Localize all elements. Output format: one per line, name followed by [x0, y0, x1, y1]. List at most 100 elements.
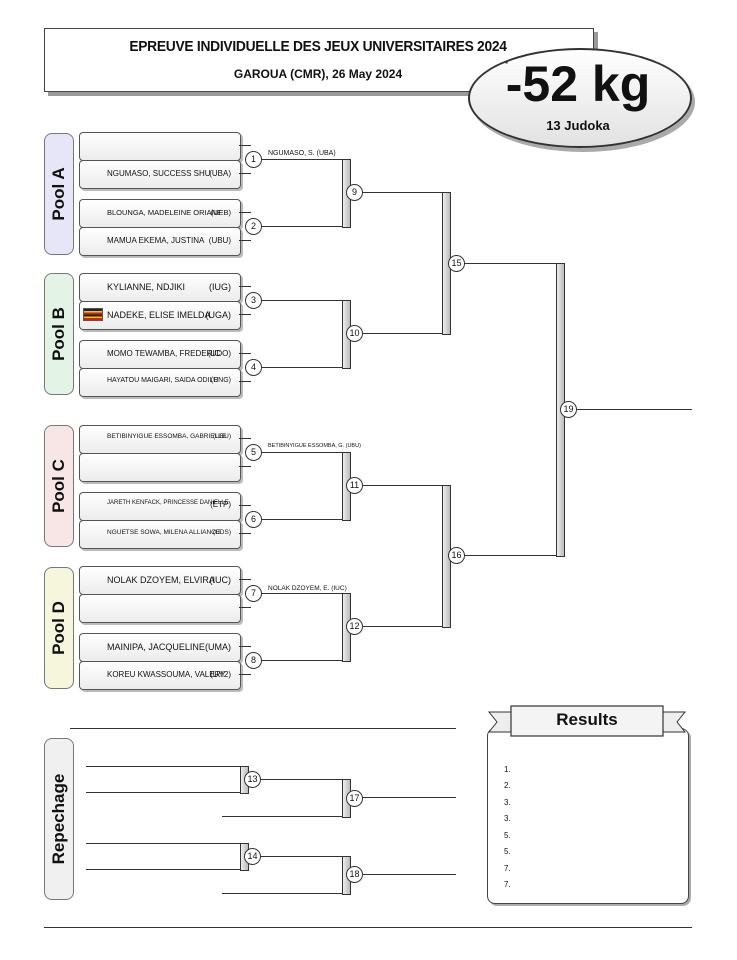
- event-title: EPREUVE INDIVIDUELLE DES JEUX UNIVERSITA…: [129, 38, 507, 55]
- bracket-line: [360, 333, 444, 334]
- match-number: 1: [245, 151, 262, 168]
- bracket-line: [239, 173, 251, 174]
- entry-name: MOMO TEWAMBA, FREDERIC(UDO): [107, 349, 231, 358]
- bracket-line: [239, 145, 251, 146]
- match-number: 8: [245, 652, 262, 669]
- weight-class-oval: [468, 48, 692, 148]
- match-number: 17: [346, 790, 363, 807]
- entry-box: [79, 132, 241, 161]
- bracket-line: [360, 626, 444, 627]
- result-place: 3.: [504, 798, 511, 807]
- advance-label: NOLAK DZOYEM, E. (IUC): [268, 585, 347, 592]
- bracket-line: [239, 314, 251, 315]
- match-number: 16: [448, 547, 465, 564]
- results-box: [487, 728, 689, 904]
- match-number: 4: [245, 359, 262, 376]
- pool-a-label: Pool A: [49, 167, 68, 221]
- pool-b-label: Pool B: [49, 307, 68, 361]
- entry-name: KOREU KWASSOUMA, VALERY(UY2): [107, 670, 231, 679]
- repechage-tab: Repechage: [44, 738, 74, 900]
- result-place: 7.: [504, 864, 511, 873]
- pool-c-label: Pool C: [49, 459, 68, 513]
- entry-name: BETIBINYIGUE ESSOMBA, GABRIELLE(UBU): [107, 433, 231, 440]
- bracket-line: [239, 286, 251, 287]
- result-place: 7.: [504, 880, 511, 889]
- match-number: 19: [560, 401, 577, 418]
- entry-box: [79, 453, 241, 482]
- bracket-line: [260, 300, 344, 301]
- match-number: 6: [245, 511, 262, 528]
- match-number: 7: [245, 585, 262, 602]
- bracket-line: [360, 874, 456, 875]
- match-number: 13: [244, 771, 261, 788]
- pool-d-label: Pool D: [49, 601, 68, 655]
- bracket-line: [239, 674, 251, 675]
- bracket-line: [260, 226, 344, 227]
- match-number: 18: [346, 866, 363, 883]
- result-place: 5.: [504, 831, 511, 840]
- entry-name: HAYATOU MAIGARI, SAIDA ODILE(UNG): [107, 377, 231, 384]
- bracket-line: [239, 212, 251, 213]
- bracket-line: [360, 485, 444, 486]
- weight-class: -52 kg: [505, 56, 651, 112]
- match-number: 12: [346, 618, 363, 635]
- entry-box: [79, 301, 241, 330]
- bracket-line: [239, 505, 251, 506]
- bracket-line: [222, 816, 344, 817]
- result-place: 1.: [504, 765, 511, 774]
- bracket-line: [239, 353, 251, 354]
- header-box: [44, 28, 594, 92]
- uganda-flag-icon: [83, 308, 103, 321]
- bracket-line: [260, 367, 344, 368]
- entry-box: [79, 340, 241, 369]
- entry-name: JARETH KENFACK, PRINCESSE DANIELLE(ETP): [107, 500, 231, 509]
- entry-box: [79, 160, 241, 189]
- bracket-line: [239, 438, 251, 439]
- bracket-line: [360, 797, 456, 798]
- entry-box: [79, 661, 241, 690]
- entry-box: [79, 199, 241, 228]
- entry-name: MAINIPA, JACQUELINE(UMA): [107, 642, 231, 652]
- weight-mark: *: [505, 60, 509, 69]
- bracket-line: [86, 843, 242, 844]
- advance-label: NGUMASO, S. (UBA): [268, 150, 336, 157]
- bracket-line: [260, 159, 344, 160]
- match-number: 2: [245, 218, 262, 235]
- bracket-line: [462, 555, 558, 556]
- judoka-count: 13 Judoka: [546, 118, 610, 133]
- bracket-line: [86, 766, 242, 767]
- winner-line: [576, 409, 692, 410]
- bracket-line: [239, 533, 251, 534]
- bracket-line: [239, 240, 251, 241]
- match-number: 9: [346, 184, 363, 201]
- results-title: Results: [556, 710, 618, 729]
- footer-line: [44, 927, 692, 928]
- match-number: 5: [245, 444, 262, 461]
- match-number: 14: [244, 848, 261, 865]
- bracket-line: [239, 607, 251, 608]
- match-number: 11: [346, 477, 363, 494]
- bracket-line: [462, 263, 558, 264]
- event-subtitle: GAROUA (CMR), 26 May 2024: [233, 67, 403, 81]
- repechage-label: Repechage: [49, 773, 68, 865]
- entry-name: NADEKE, ELISE IMELDA(UGA): [107, 310, 231, 320]
- bracket-line: [222, 893, 344, 894]
- bracket-line: [86, 869, 242, 870]
- entry-name: NGUETSE SOWA, MILENA ALLIANCE(UDS): [107, 529, 231, 536]
- bracket-line: [260, 593, 344, 594]
- entry-name: NOLAK DZOYEM, ELVIRA(IUC): [107, 575, 231, 585]
- result-place: 5.: [504, 847, 511, 856]
- pool-a-tab: Pool A: [44, 133, 74, 255]
- bracket-line: [260, 452, 344, 453]
- result-place: 3.: [504, 814, 511, 823]
- entry-box: [79, 594, 241, 623]
- pool-c-tab: Pool C: [44, 425, 74, 547]
- entry-name: MAMUA EKEMA, JUSTINA(UBU): [107, 236, 231, 245]
- repechage-top-line: [70, 728, 456, 729]
- match-number: 10: [346, 325, 363, 342]
- bracket-line: [260, 519, 344, 520]
- entry-box: [79, 566, 241, 595]
- bracket-line: [239, 466, 251, 467]
- bracket-line: [239, 646, 251, 647]
- entry-box: [79, 633, 241, 662]
